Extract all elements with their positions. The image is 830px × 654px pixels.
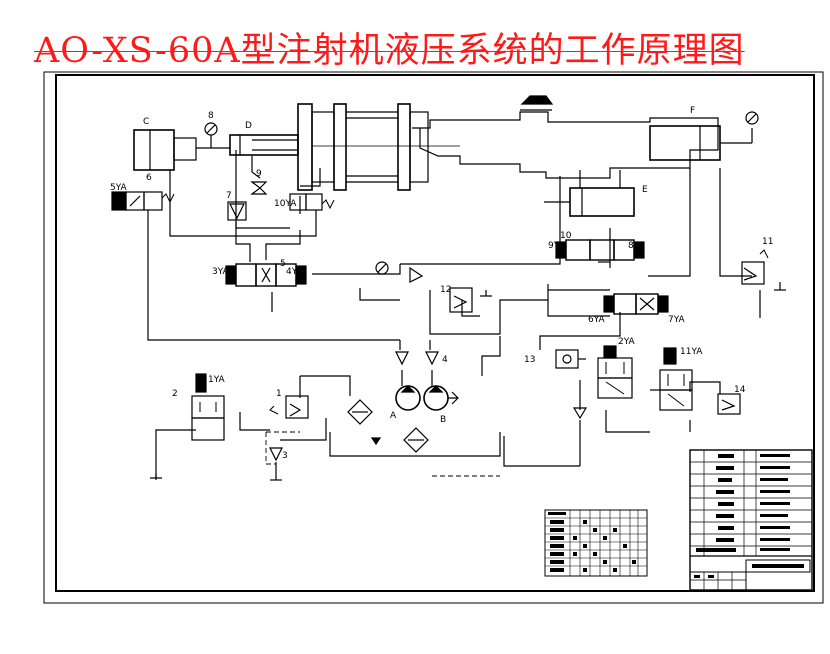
label-1: 1 (276, 389, 282, 399)
inner-frame (55, 74, 815, 592)
clamp-unit (297, 103, 460, 191)
label-4YA: 4YA (286, 267, 304, 277)
label-11YA: 11YA (680, 347, 703, 357)
check-valves (269, 266, 588, 462)
label-6: 6 (146, 173, 152, 183)
label-2: 2 (172, 389, 178, 399)
valve-5 (225, 263, 307, 287)
label-3YA: 3YA (212, 267, 230, 277)
pressure-gauge-icon (745, 111, 759, 125)
label-D: D (245, 121, 252, 131)
clamp-cylinder-D (229, 134, 299, 156)
label-2YA: 2YA (618, 337, 636, 347)
tank (329, 432, 501, 457)
label-9: 9 (256, 169, 262, 179)
hydraulic-lines (147, 150, 781, 480)
valve-6 (111, 191, 175, 211)
label-8YA: 8YA (628, 241, 646, 251)
label-4: 4 (442, 355, 448, 365)
label-7: 7 (226, 191, 232, 201)
tank-return-icons (150, 261, 786, 481)
solenoid-table-marks (548, 512, 636, 572)
valve-9 (250, 181, 268, 195)
label-8: 8 (208, 111, 214, 121)
valve-2YA (597, 345, 633, 399)
pump-A (395, 385, 421, 411)
label-5YA: 5YA (110, 183, 128, 193)
valve-12 (449, 287, 473, 313)
outer-frame (43, 71, 824, 604)
valve-10 (555, 239, 645, 261)
label-1YA: 1YA (208, 375, 226, 385)
label-A: A (390, 411, 397, 421)
title-block-fill (694, 454, 804, 578)
valve-11 (741, 249, 769, 285)
pump-B (423, 385, 459, 411)
label-10YA: 10YA (274, 199, 297, 209)
label-B: B (440, 415, 446, 425)
valve-8 (603, 293, 669, 315)
solenoid-table (544, 509, 648, 577)
label-14: 14 (734, 385, 746, 395)
label-6YA: 6YA (588, 315, 606, 325)
valve-10-top (289, 193, 335, 211)
ejector-cylinder-C (133, 122, 230, 171)
label-11: 11 (762, 237, 773, 247)
label-F: F (690, 106, 695, 116)
nozzle-cylinder-E (544, 170, 635, 217)
label-12: 12 (440, 285, 451, 295)
valve-2 (191, 373, 225, 441)
pressure-gauge-icon (375, 261, 389, 275)
component-labels: C 8 D 9 7 10YA 5YA 6 F E 10 9YA 8YA 11 3… (110, 106, 773, 461)
label-13: 13 (524, 355, 535, 365)
diagram-title: AO-XS-60A型注射机液压系统的工作原理图 (34, 31, 745, 71)
filter-icon (347, 399, 429, 453)
title-block (689, 449, 813, 591)
valve-7 (227, 201, 247, 221)
valve-11YA (659, 347, 693, 411)
label-7YA: 7YA (668, 315, 686, 325)
pilot-lines (155, 431, 500, 480)
label-3: 3 (282, 451, 288, 461)
valve-14 (717, 393, 741, 415)
label-10: 10 (560, 231, 572, 241)
label-9YA: 9YA (548, 241, 566, 251)
label-5: 5 (280, 259, 286, 269)
valve-1 (269, 395, 309, 419)
label-C: C (143, 117, 149, 127)
valve-13 (555, 349, 586, 369)
label-E: E (642, 185, 648, 195)
injection-unit-F (412, 95, 759, 179)
